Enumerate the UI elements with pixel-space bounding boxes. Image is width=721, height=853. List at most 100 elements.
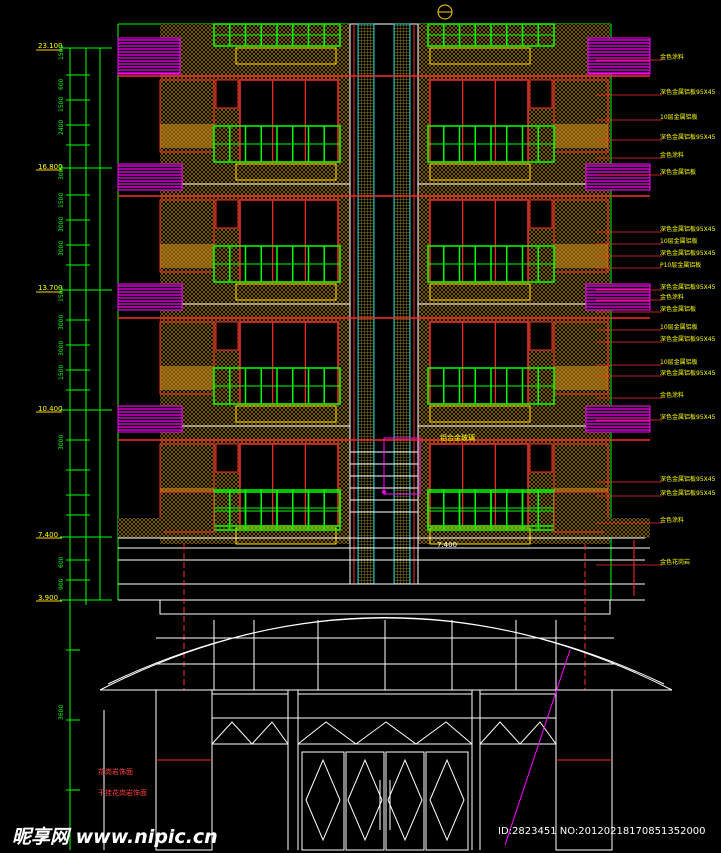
- orange-panel: [554, 124, 608, 148]
- window-frame: [239, 321, 339, 405]
- callout-right: 深色金属铝板95X45: [660, 134, 716, 141]
- right-leaders: [596, 59, 662, 566]
- small-window: [215, 199, 239, 229]
- callout-right: 金色涂料: [660, 517, 685, 524]
- level-label: 13.700: [38, 284, 63, 292]
- dimension-label: 3000: [58, 164, 65, 180]
- orange-panel: [160, 124, 214, 148]
- callout-right: 深色金属铝板95X45: [660, 250, 716, 257]
- dimension-label: 600: [58, 78, 65, 90]
- left-dimension-chain: [60, 47, 112, 850]
- window-frame: [429, 443, 529, 527]
- balcony-slab: [235, 283, 337, 301]
- balcony-slab: [429, 283, 531, 301]
- level-label: 16.800: [38, 163, 63, 171]
- small-window: [529, 321, 553, 351]
- level-label: 7.400: [38, 531, 59, 539]
- level-label: 10.400: [38, 405, 63, 413]
- balcony-slab: [429, 163, 531, 181]
- base-hatch: [118, 518, 164, 538]
- orange-panel: [160, 244, 214, 268]
- callout-right: 深色金属铝板95X45: [660, 414, 716, 421]
- floor-band: [117, 195, 651, 311]
- small-window: [529, 199, 553, 229]
- dimension-label: 1500: [58, 96, 65, 112]
- balcony-slab: [235, 163, 337, 181]
- entrance-canopy: [99, 617, 673, 691]
- window-frame: [429, 321, 529, 405]
- callout-right: 深色金属铝板95X45: [660, 226, 716, 233]
- callout-right: P10层金属铝板: [660, 262, 702, 269]
- dimension-label: 1500: [58, 192, 65, 208]
- ac-louver: [117, 163, 183, 191]
- side-panel: [159, 491, 215, 533]
- balcony-slab: [429, 47, 531, 65]
- callout-right: 10层金属铝板: [660, 324, 698, 331]
- side-panel: [553, 491, 609, 533]
- callout-right: 深色金属铝板95X45: [660, 336, 716, 343]
- level-label: 23.100: [38, 42, 63, 50]
- ac-louver: [117, 37, 181, 75]
- orange-panel: [160, 366, 214, 390]
- image-id: ID:2823451 NO:20120218170851352000: [498, 826, 706, 837]
- callout-right: 金色涂料: [660, 294, 685, 301]
- callout-right: 金色花岗岩: [660, 559, 691, 566]
- ac-louver: [585, 163, 651, 191]
- small-window: [529, 79, 553, 109]
- left-callout-1: 花岗岩饰面: [98, 768, 133, 776]
- callout-right: 金色涂料: [660, 152, 685, 159]
- window-frame: [429, 199, 529, 283]
- ac-louver: [117, 283, 183, 311]
- dimension-label: 3600: [58, 704, 65, 720]
- dimension-label: 1500: [58, 44, 65, 60]
- dimension-label: 3000: [58, 240, 65, 256]
- axis-symbol: [437, 4, 453, 20]
- ac-louver: [587, 37, 651, 75]
- window-frame: [239, 79, 339, 163]
- callout-right: 深色金属铝板95X45: [660, 89, 716, 96]
- dimension-label: 3000: [58, 434, 65, 450]
- dimension-label: 600: [58, 556, 65, 568]
- callout-right: 金色涂料: [660, 392, 685, 399]
- dimension-label: 900: [58, 578, 65, 590]
- small-window: [215, 79, 239, 109]
- ac-louver: [117, 405, 183, 433]
- central-core: [349, 23, 421, 585]
- leader-line: [504, 649, 571, 846]
- dimension-label: 3000: [58, 314, 65, 330]
- balcony-slab: [429, 527, 531, 545]
- podium: [118, 537, 645, 690]
- ac-louver: [585, 283, 651, 311]
- callout-right: 深色金属铝板95X45: [660, 476, 716, 483]
- center-note: 铝合金玻璃: [440, 434, 475, 442]
- window-frame: [239, 443, 339, 527]
- level-label: 3.900: [38, 594, 59, 602]
- left-callout-2: 干挂花岗岩饰面: [98, 789, 147, 797]
- callout-right: 深色金属铝板95X45: [660, 284, 716, 291]
- floors: [117, 23, 651, 549]
- callout-right: 深色金属铝板: [660, 306, 697, 313]
- callout-right: 深色金属铝板95X45: [660, 490, 716, 497]
- callout-right: 10层金属铝板: [660, 238, 698, 245]
- dimension-label: 1500: [58, 364, 65, 380]
- ground-storefront: [103, 689, 613, 851]
- balcony-slab: [235, 405, 337, 423]
- dimension-label: 1500: [58, 286, 65, 302]
- orange-panel: [554, 366, 608, 390]
- balcony-slab: [429, 405, 531, 423]
- callout-right: 10层金属铝板: [660, 114, 698, 121]
- window-frame: [429, 79, 529, 163]
- level-mark: 7.400: [437, 541, 458, 549]
- callout-right: 10层金属铝板: [660, 359, 698, 366]
- small-window: [215, 443, 239, 473]
- callout-right: 深色金属铝板95X45: [660, 370, 716, 377]
- watermark: 昵享网 www.nipic.cn: [12, 826, 218, 848]
- callout-right: 金色涂料: [660, 54, 685, 61]
- ac-louver: [585, 405, 651, 433]
- base-hatch: [604, 518, 650, 538]
- balcony-slab: [235, 47, 337, 65]
- dimension-label: 2400: [58, 119, 65, 135]
- window-frame: [239, 199, 339, 283]
- small-window: [215, 321, 239, 351]
